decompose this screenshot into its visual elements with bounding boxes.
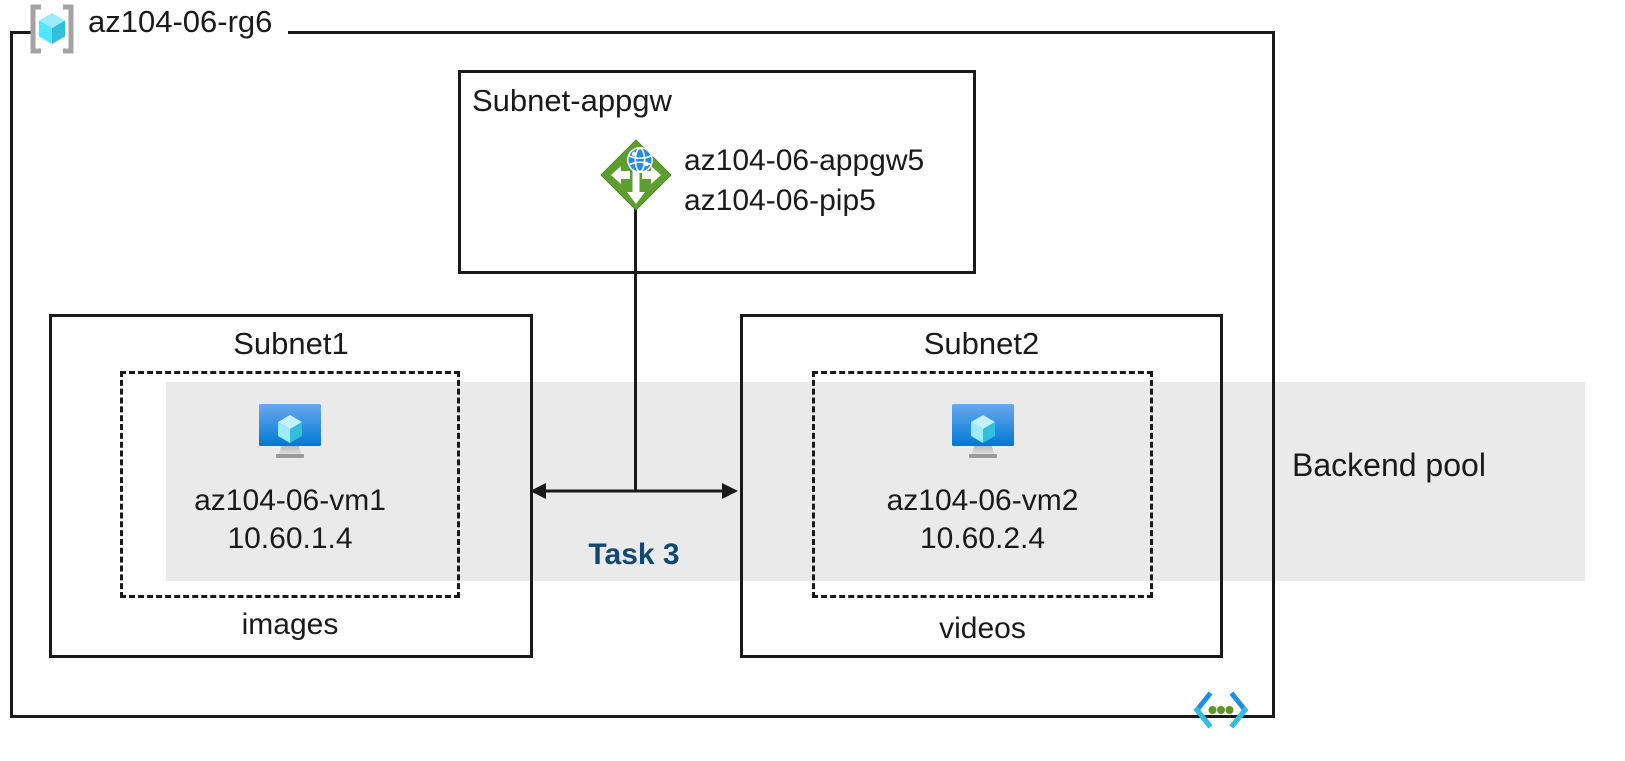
subnet2-box: [740, 314, 1223, 658]
subnet1-vm-name: az104-06-vm1: [194, 484, 386, 517]
resource-group-border-right-stub: [288, 31, 1275, 34]
application-gateway-labels: az104-06-appgw5 az104-06-pip5: [684, 141, 924, 220]
virtual-machine-icon: [951, 404, 1014, 458]
appgw-resource-name: az104-06-appgw5: [684, 144, 925, 177]
subnet1-vm-dashed-boundary: [120, 371, 460, 598]
appgw-public-ip-name: az104-06-pip5: [684, 183, 876, 217]
resource-group-border-left-stub: [10, 31, 32, 34]
backend-pool-band: [166, 382, 1585, 581]
subnet1-box: [49, 314, 533, 658]
subnet2-vm-name: az104-06-vm2: [886, 484, 1079, 517]
subnet1-title: Subnet1: [233, 326, 349, 361]
subnet1-container-label: images: [241, 608, 339, 641]
subnet-to-subnet-arrow: [528, 477, 740, 505]
resource-group-name: az104-06-rg6: [88, 4, 273, 39]
resource-group-boundary: [10, 31, 1275, 718]
subnet2-vm-ip: 10.60.2.4: [919, 522, 1046, 556]
resource-group-icon: [25, 3, 79, 55]
subnet1-vm-node: az104-06-vm1 10.60.1.4: [120, 400, 460, 559]
application-gateway-icon: [599, 138, 673, 212]
backend-pool-label: Backend pool: [1292, 447, 1486, 483]
task-3-annotation: Task 3: [588, 538, 680, 571]
subnet2-container-label: videos: [939, 612, 1026, 645]
appgw-to-subnets-connector: [634, 204, 637, 492]
subnet-appgw-box: [458, 70, 976, 274]
subnet2-vm-dashed-boundary: [812, 371, 1153, 598]
virtual-machine-icon: [259, 404, 321, 458]
subnet-appgw-title: Subnet-appgw: [472, 83, 672, 118]
virtual-network-icon: [1192, 690, 1250, 730]
subnet1-vm-ip: 10.60.1.4: [227, 522, 353, 556]
subnet2-title: Subnet2: [923, 326, 1040, 361]
subnet2-vm-node: az104-06-vm2 10.60.2.4: [812, 400, 1153, 559]
